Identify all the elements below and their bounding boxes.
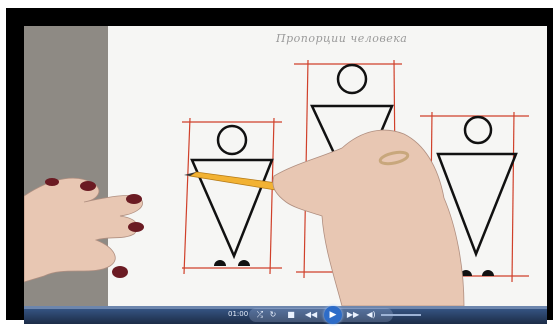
right-hand (273, 130, 464, 306)
drawing-canvas (24, 26, 547, 306)
fast-forward-icon[interactable]: ▶▶ (346, 309, 360, 321)
play-icon[interactable]: ▶ (324, 306, 342, 324)
left-hand (24, 178, 143, 282)
volume-icon[interactable]: ◀) (366, 309, 376, 321)
volume-slider[interactable] (381, 314, 421, 316)
video-frame: Пропорции человека 01:00 ⤮ ↻ ■ ◀◀ ▶ ▶▶ ◀… (6, 8, 553, 320)
drawing-title: Пропорции человека (276, 32, 407, 45)
repeat-icon[interactable]: ↻ (268, 309, 278, 321)
rewind-icon[interactable]: ◀◀ (304, 309, 318, 321)
shuffle-icon[interactable]: ⤮ (255, 309, 265, 321)
player-control-bar: 01:00 ⤮ ↻ ■ ◀◀ ▶ ▶▶ ◀) (24, 306, 547, 324)
stop-icon[interactable]: ■ (286, 309, 296, 321)
current-time: 01:00 (228, 310, 248, 318)
video-content[interactable]: Пропорции человека (24, 26, 547, 306)
